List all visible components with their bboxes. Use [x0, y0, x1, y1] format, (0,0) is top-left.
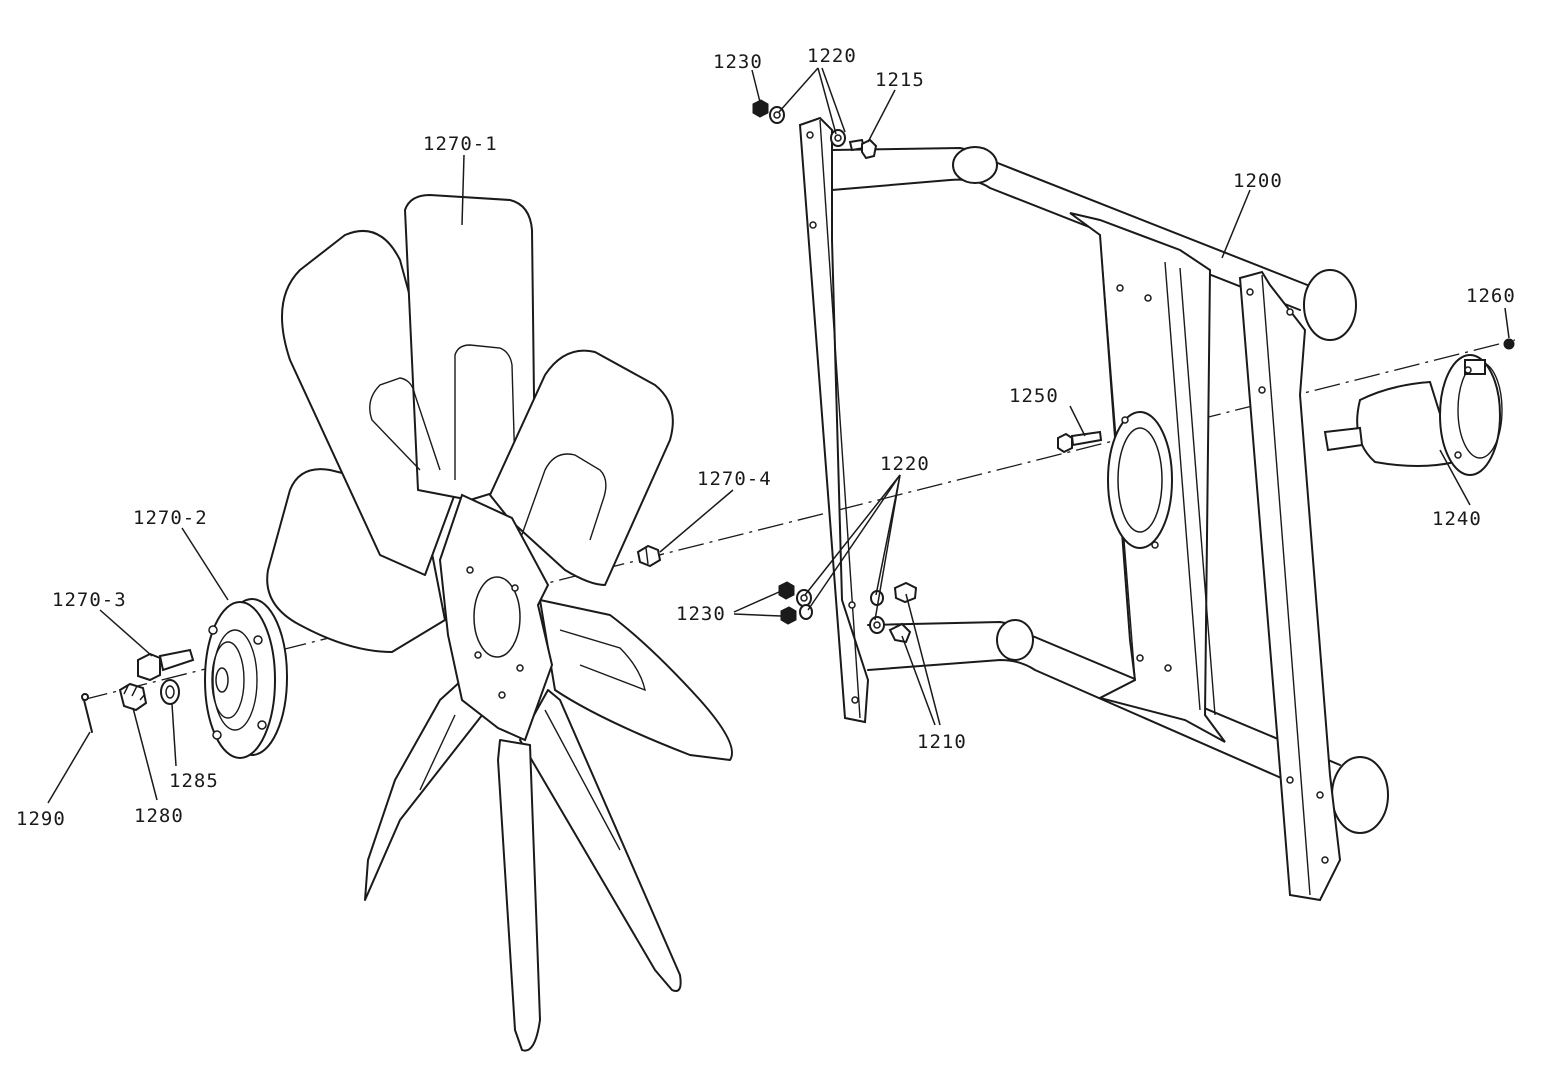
blade-rib	[369, 377, 441, 471]
set-screw	[1503, 338, 1515, 350]
blade-rib	[544, 709, 621, 851]
fan-blade	[519, 689, 682, 992]
upper-tube-end	[952, 146, 998, 184]
motor-mount-bore	[1117, 427, 1163, 533]
fan-blade	[489, 349, 674, 586]
shroud-frame	[798, 116, 1389, 902]
fan-center-bore	[473, 576, 521, 658]
label-1270-3: 1270-3	[52, 589, 127, 611]
label-1270-2: 1270-2	[133, 507, 208, 529]
label-1220-top: 1220	[807, 45, 857, 67]
hub-adapter-flange	[204, 598, 288, 759]
label-1230-lower: 1230	[676, 603, 726, 625]
fan-blade-assembly	[266, 194, 733, 1052]
lower-hardware	[778, 581, 918, 644]
label-1270-1: 1270-1	[423, 133, 498, 155]
right-mounting-strap	[1238, 270, 1342, 902]
hub-bolt	[137, 648, 195, 682]
top-hardware	[752, 99, 878, 160]
fan-bolt-hole	[511, 584, 519, 592]
blade-rib	[519, 453, 607, 541]
label-1270-4: 1270-4	[697, 468, 772, 490]
label-1220-lower: 1220	[880, 453, 930, 475]
castle-nut	[118, 682, 148, 712]
motor-shaft	[1323, 426, 1364, 452]
label-1230-top: 1230	[713, 51, 763, 73]
label-1250: 1250	[1009, 385, 1059, 407]
lower-tube-end	[1331, 756, 1389, 834]
fan-bolt-hole	[498, 691, 506, 699]
cotter-pin	[81, 693, 93, 733]
fan-bolt-hole	[466, 566, 474, 574]
blade-rib	[559, 629, 646, 692]
fan-blade	[404, 194, 536, 501]
label-1215: 1215	[875, 69, 925, 91]
lower-tube-end	[996, 619, 1034, 661]
label-1290: 1290	[16, 808, 66, 830]
label-1285: 1285	[169, 770, 219, 792]
label-1260: 1260	[1466, 285, 1516, 307]
hydraulic-motor	[1323, 354, 1503, 476]
fan-bolt-hole	[474, 651, 482, 659]
fan-nut	[636, 544, 662, 568]
label-1210: 1210	[917, 731, 967, 753]
blade-rib	[419, 714, 456, 791]
fan-blade	[364, 679, 491, 901]
left-mounting-strap	[798, 116, 870, 724]
fan-blade	[497, 739, 541, 1052]
motor-flange	[1439, 354, 1501, 476]
washer-1285-hole	[165, 685, 175, 699]
label-1200: 1200	[1233, 170, 1283, 192]
blade-rib	[454, 344, 516, 480]
fan-bolt-hole	[516, 664, 524, 672]
label-1240: 1240	[1432, 508, 1482, 530]
mounting-screw	[1057, 430, 1103, 454]
leader-lines	[47, 67, 1510, 804]
fan-blade	[539, 599, 733, 761]
label-1280: 1280	[134, 805, 184, 827]
upper-tube-end	[1303, 269, 1357, 341]
